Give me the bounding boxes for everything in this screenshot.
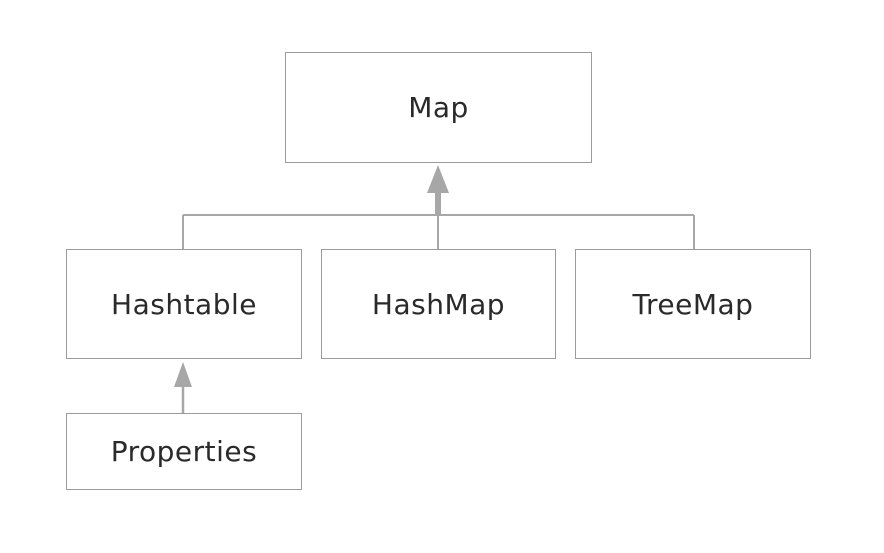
map-label: Map [408,91,469,124]
hashmap-node: HashMap [321,249,556,359]
hashmap-label: HashMap [371,287,506,321]
treemap-node: TreeMap [575,249,811,359]
properties-node: Properties [66,413,302,490]
treemap-label: TreeMap [632,287,754,321]
hashtable-label: Hashtable [111,287,257,321]
map-node: Map [285,52,592,163]
properties-label: Properties [110,435,258,468]
hashtable-node: Hashtable [66,249,302,359]
inheritance-arrowhead-map [427,165,449,193]
inheritance-arrowhead-hashtable [174,362,192,387]
